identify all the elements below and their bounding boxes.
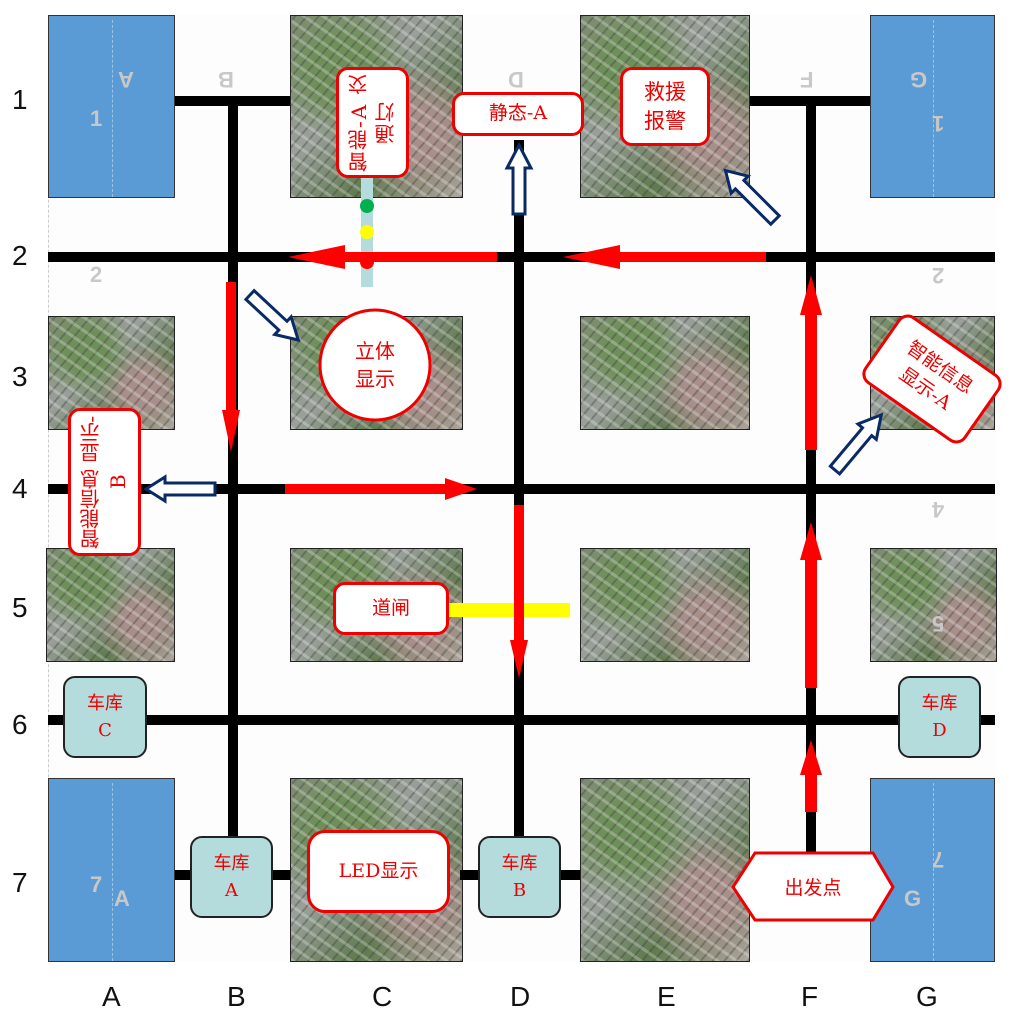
rescue-alarm-label: 救援 报警: [620, 67, 710, 146]
garage-d: 车库 D: [898, 676, 981, 758]
column-label: D: [510, 981, 531, 1012]
block-a7: [48, 778, 175, 962]
traffic-light-label: 智能-A 交通灯: [336, 67, 409, 178]
route-arrow-up: [800, 522, 822, 688]
route-arrow-up: [800, 740, 822, 812]
info-display-b-label: 智能信息 显示-B: [68, 408, 141, 556]
route-arrow-down: [510, 505, 528, 678]
start-point-label: 出发点: [784, 877, 842, 899]
city-tile-a5: [46, 548, 175, 662]
row-label: 3: [12, 361, 28, 392]
traffic-light-text: 智能-A 交通灯: [346, 72, 398, 173]
yellow-light-icon: [360, 225, 374, 239]
row-label: 1: [12, 84, 28, 115]
column-label: B: [227, 981, 246, 1012]
column-label: G: [916, 981, 938, 1012]
static-display-label: 静态-A: [452, 92, 584, 136]
route-arrows: [222, 245, 822, 812]
start-point-shape: [731, 851, 895, 922]
info-display-b-text: 智能信息 显示-B: [78, 415, 130, 549]
city-tile-e7: [580, 778, 750, 962]
ghost-label: 7: [90, 872, 103, 897]
stereo-display-shape: [318, 308, 432, 422]
city-tile-e5: [580, 548, 750, 662]
pointer-arrow-up-icon: [504, 141, 534, 216]
barrier-gate-label: 道闸: [333, 582, 449, 635]
ghost-label: 1: [90, 106, 103, 131]
pointer-arrow-left-icon: [143, 474, 217, 504]
block-g1: [870, 15, 995, 198]
green-light-icon: [360, 199, 374, 213]
route-arrow-down: [222, 282, 240, 452]
row-label: 5: [12, 592, 28, 623]
pointer-arrow-upright-icon: [828, 412, 884, 476]
stereo-display-label: 立体 显示: [355, 339, 395, 391]
row-label: 7: [12, 867, 28, 898]
pointer-arrows: [143, 141, 884, 504]
route-arrow-left: [563, 245, 766, 269]
block-a1: [48, 15, 175, 198]
pointer-arrow-upleft-icon: [723, 168, 782, 227]
row-label: 6: [12, 709, 28, 740]
route-arrow-right: [285, 478, 477, 500]
city-tile-e3: [580, 316, 750, 430]
row-label: 2: [12, 240, 28, 271]
column-label: E: [657, 981, 676, 1012]
pointer-arrow-downright-icon: [243, 288, 301, 343]
column-label: F: [801, 981, 819, 1012]
led-display-label: LED显示: [307, 830, 450, 913]
column-label: A: [102, 981, 121, 1012]
garage-c: 车库 C: [63, 676, 147, 758]
city-tile-g5: [870, 548, 997, 662]
route-arrow-left: [288, 245, 497, 269]
barrier-gate-bar: [448, 603, 570, 617]
column-label: C: [372, 981, 393, 1012]
ghost-label: A: [114, 886, 130, 911]
ghost-label: G: [904, 886, 922, 911]
garage-a: 车库 A: [190, 836, 273, 918]
route-arrow-up: [800, 275, 822, 450]
garage-b: 车库 B: [478, 836, 561, 918]
ghost-label: 2: [90, 262, 103, 287]
block-g7: [870, 778, 995, 962]
row-label: 4: [12, 473, 28, 504]
